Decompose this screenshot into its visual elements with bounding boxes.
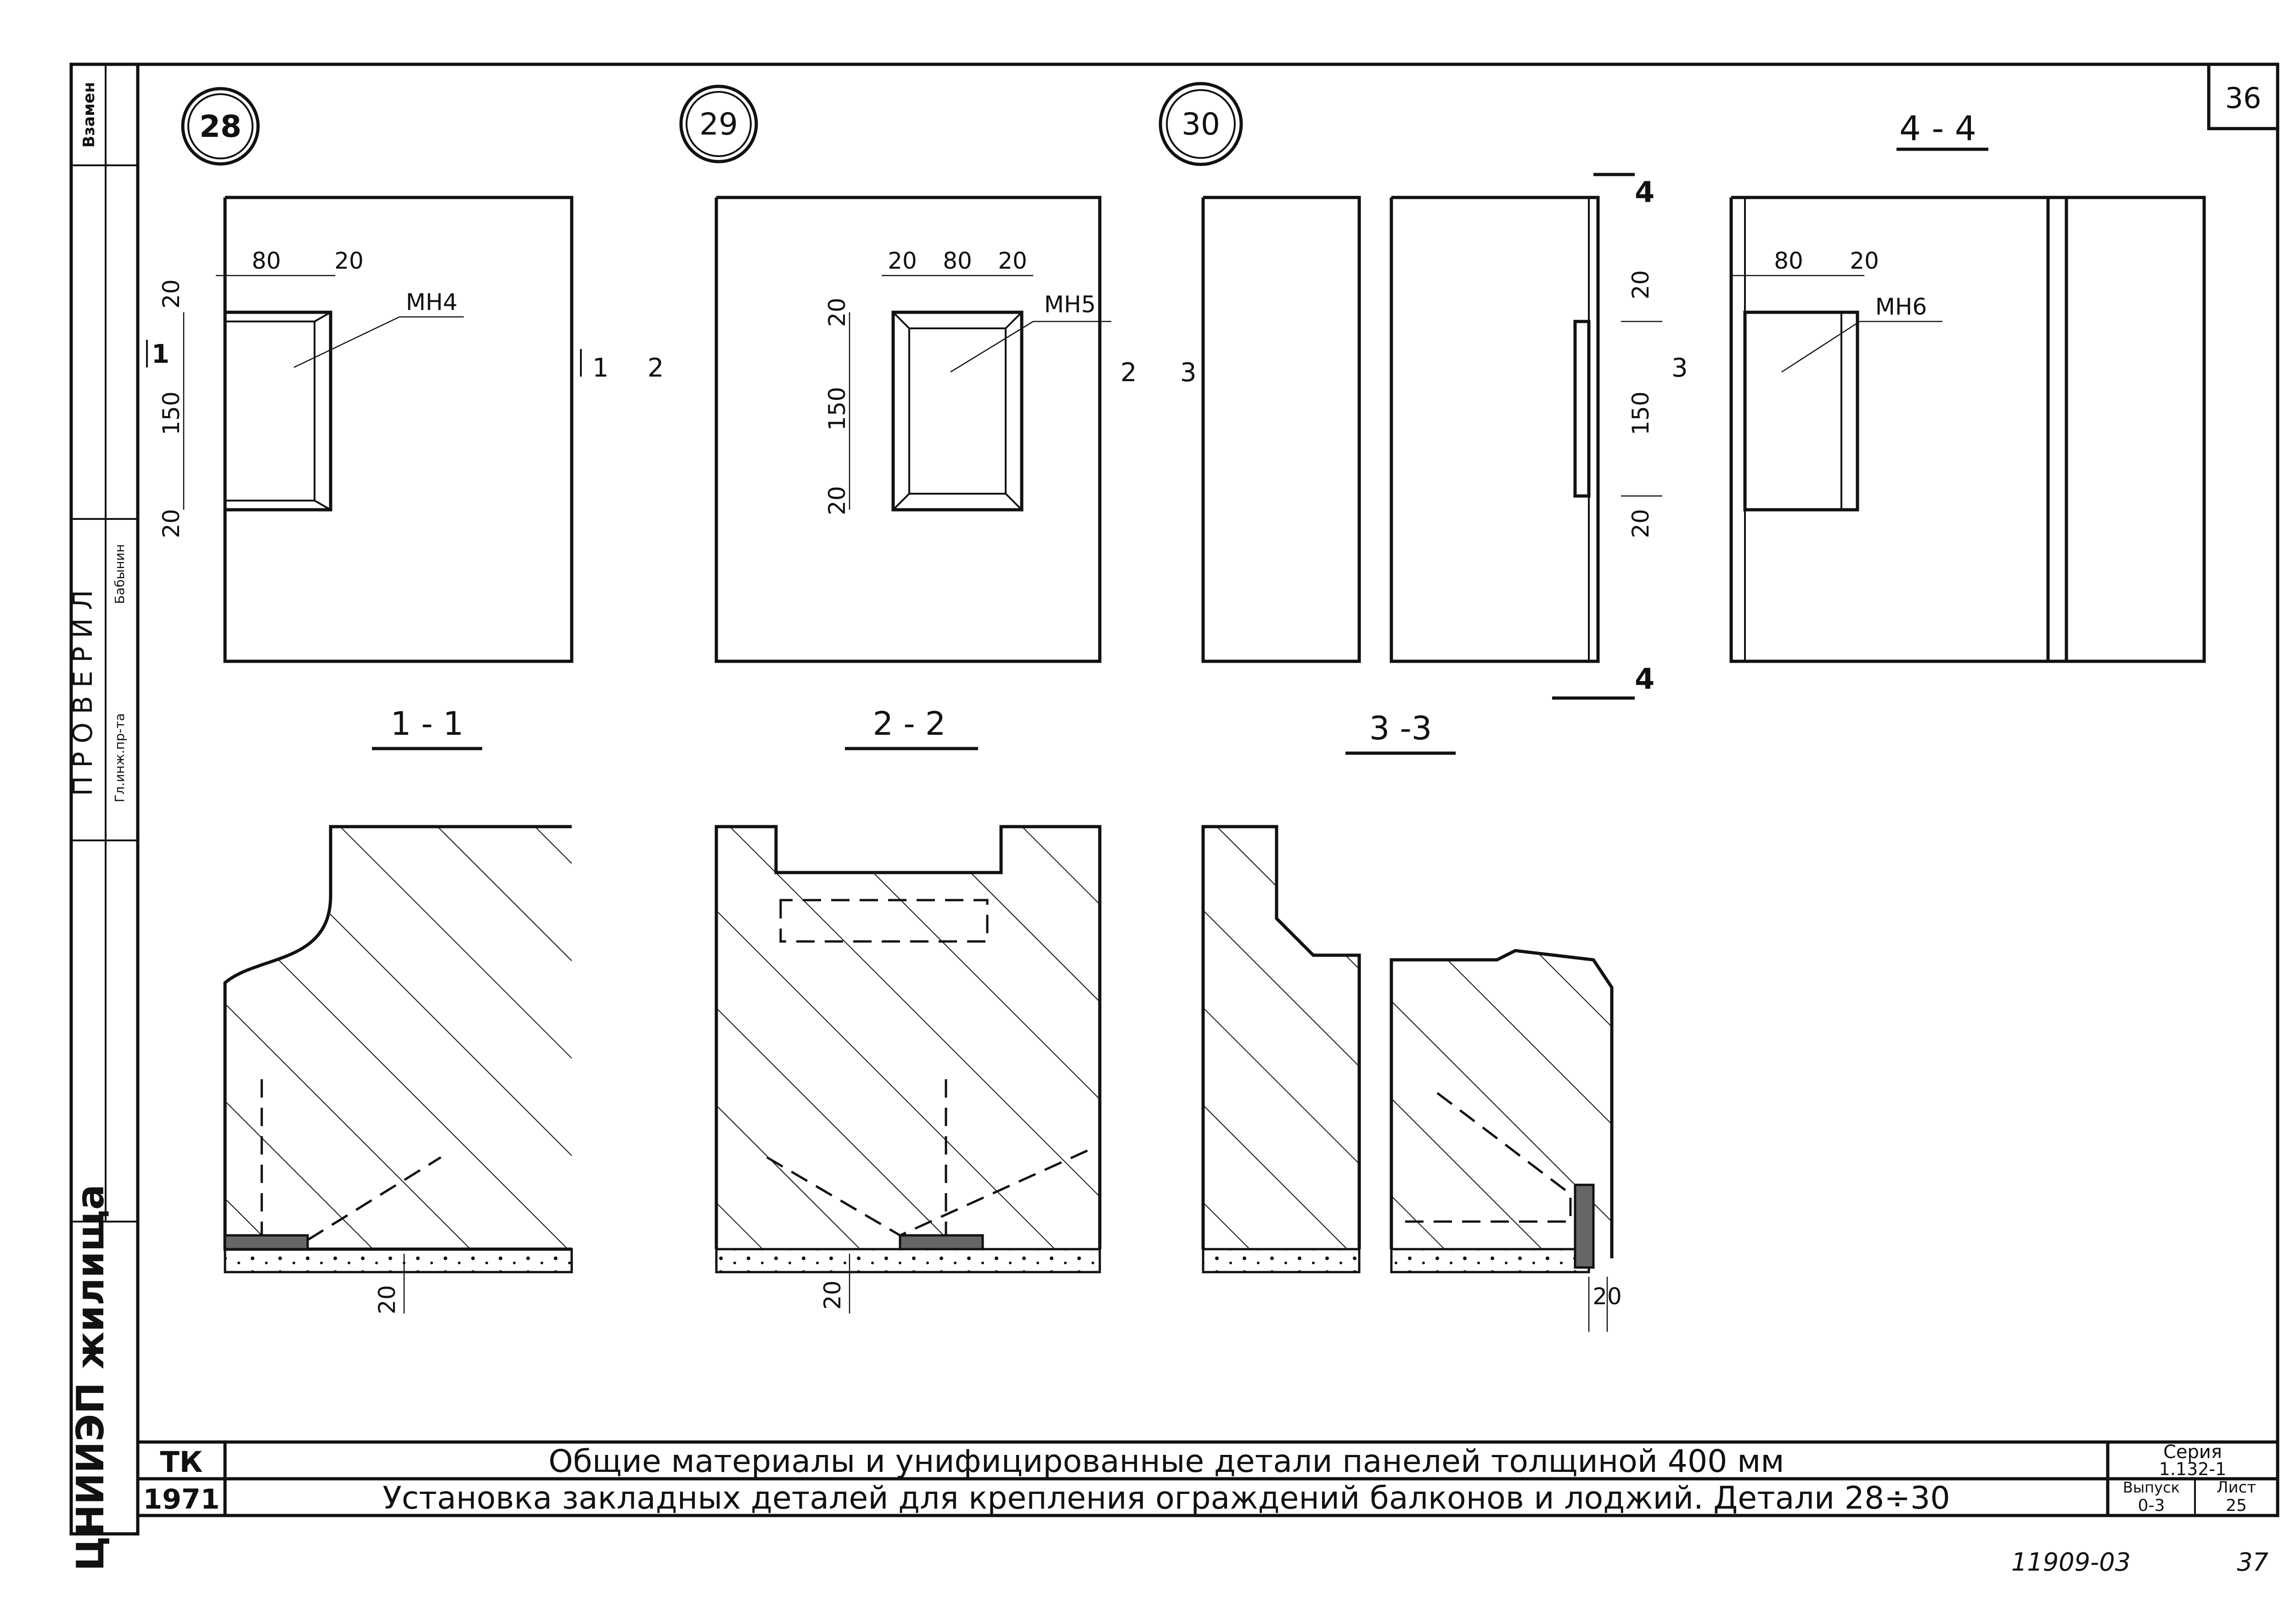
dim-20: 20	[158, 509, 185, 538]
sheet-frame	[136, 62, 2279, 1517]
section-marker-2: 2	[647, 353, 664, 383]
series-value: 1.132-1	[2159, 1459, 2227, 1479]
dim-20: 20	[824, 486, 850, 515]
section-4-4-view: 80 20 МН6	[1729, 196, 2206, 663]
section-1-1: 20	[223, 825, 573, 1314]
dim-20: 20	[1627, 509, 1654, 538]
dim-150: 150	[824, 387, 850, 430]
dim-20: 20	[824, 298, 850, 327]
dim-20: 20	[158, 279, 185, 309]
dim-20: 20	[998, 248, 1027, 274]
section-title-2-2: 2 - 2	[873, 705, 946, 743]
section-title-1-1: 1 - 1	[391, 705, 464, 743]
detail-marker-28: 28	[181, 87, 260, 166]
bottom-code: 11909-03	[2011, 1548, 2131, 1577]
dim-20: 20	[888, 248, 917, 274]
section-marker-2: 2	[1120, 358, 1137, 388]
bottom-page: 37	[2237, 1548, 2268, 1577]
year: 1971	[143, 1483, 220, 1515]
svg-text:30: 30	[1182, 107, 1220, 142]
dim-20: 20	[334, 248, 364, 274]
section-marker-4: 4	[1635, 175, 1654, 209]
elevation-28: 80 20 20 150 20 МН4 1 1 2	[146, 196, 664, 663]
issue-label: Выпуск	[2123, 1479, 2180, 1496]
svg-text:29: 29	[699, 107, 738, 142]
dim-20: 20	[374, 1285, 400, 1314]
elevation-29: 20 80 20 20 150 20 МН5 2 3	[715, 196, 1197, 663]
title-line-2: Установка закладных деталей для креплени…	[383, 1480, 1950, 1516]
dim-20: 20	[1593, 1283, 1622, 1310]
section-marker-1: 1	[152, 339, 169, 369]
detail-marker-30: 30	[1159, 82, 1243, 166]
sheet-label: Лист	[2217, 1478, 2256, 1497]
issue-value: 0-3	[2138, 1496, 2165, 1515]
part-label-mn6: МН6	[1875, 293, 1927, 320]
section-marker-1: 1	[592, 353, 609, 383]
section-marker-3: 3	[1180, 358, 1197, 388]
dim-20: 20	[1627, 270, 1654, 299]
dim-150: 150	[1627, 391, 1654, 435]
section-2-2: 20	[715, 825, 1102, 1313]
section-4-4-title: 4 - 4	[1899, 109, 1976, 148]
section-marker-4: 4	[1635, 662, 1654, 696]
checked-title: ПРОВЕРИЛ	[67, 582, 98, 796]
checked-name: Бабынин	[112, 544, 127, 604]
section-marker-3: 3	[1671, 353, 1688, 383]
series-label: Серия	[2163, 1442, 2222, 1463]
section-3-3: 20	[1201, 825, 1622, 1332]
part-label-mn5: МН5	[1044, 291, 1096, 318]
sheet-value: 25	[2226, 1496, 2247, 1515]
dim-20: 20	[1850, 248, 1879, 274]
title-block: ТК 1971 Общие материалы и унифицированны…	[136, 1440, 2279, 1517]
dim-80: 80	[1774, 248, 1803, 274]
svg-text:28: 28	[199, 109, 242, 144]
elevation-30: 20 150 20 3 4 4	[1201, 173, 1688, 700]
organization-stamp: ЦНИИЭП жилища	[69, 1184, 113, 1571]
dim-150: 150	[158, 391, 185, 435]
part-label-mn4: МН4	[406, 289, 458, 315]
dim-20: 20	[819, 1280, 846, 1310]
checked-role: Гл.инж.пр-та	[112, 713, 127, 802]
sheet-number-box	[2207, 62, 2279, 130]
section-title-3-3: 3 -3	[1369, 710, 1432, 747]
detail-marker-29: 29	[679, 85, 758, 163]
sheet-number: 36	[2225, 81, 2262, 115]
title-line-1: Общие материалы и унифицированные детали…	[548, 1443, 1784, 1480]
side-stamp: Взамен ПРОВЕРИЛ Гл.инж.пр-та Бабынин ЦНИ…	[67, 62, 140, 1571]
tk-label: ТК	[160, 1445, 203, 1479]
side-stamp-top-label: Взамен	[80, 82, 98, 148]
dim-80: 80	[943, 248, 972, 274]
dim-80: 80	[252, 248, 281, 274]
